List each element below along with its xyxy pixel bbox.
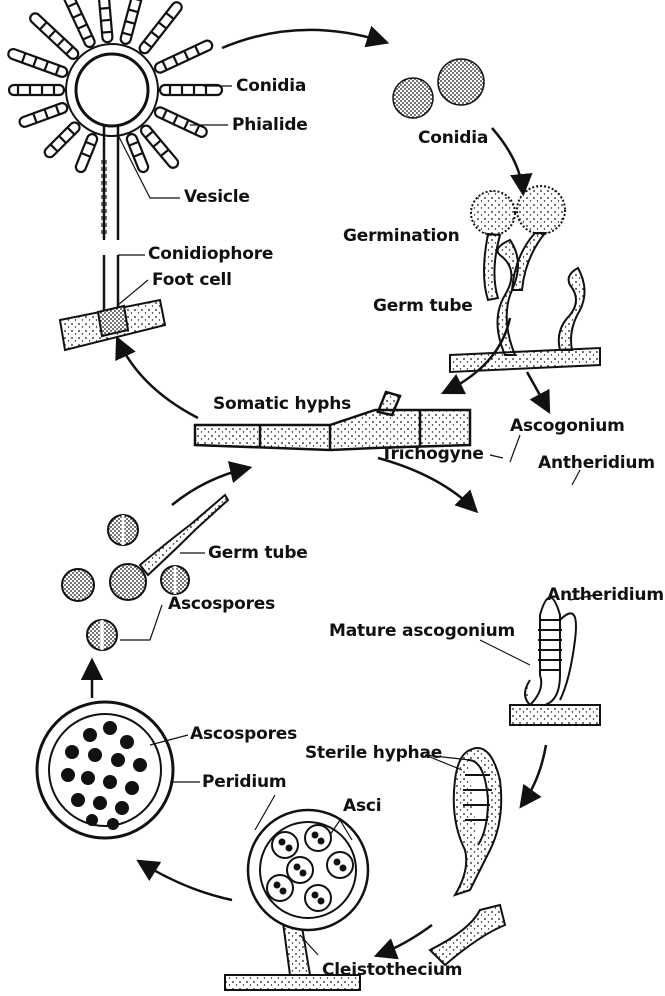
label-conidia-top: Conidia xyxy=(236,78,306,95)
label-peridium: Peridium xyxy=(202,774,286,791)
label-germ-tube-top: Germ tube xyxy=(373,298,473,315)
label-asci: Asci xyxy=(343,798,381,815)
label-somatic-hyphs: Somatic hyphs xyxy=(213,396,351,413)
conidia-spores xyxy=(393,59,484,118)
arrow-ascogonium-to-sterile xyxy=(522,745,546,805)
arrow-conidiophore-to-conidia xyxy=(222,30,385,48)
label-conidia-right: Conidia xyxy=(418,130,488,147)
label-mature-ascogonium: Mature ascogonium xyxy=(329,623,515,640)
label-germ-tube-left: Germ tube xyxy=(208,545,308,562)
germinating-conidia xyxy=(471,186,565,300)
ascospores-germinating xyxy=(62,495,228,650)
sterile-hyphae-structure xyxy=(430,748,505,965)
label-sterile-hyphae: Sterile hyphae xyxy=(305,745,442,762)
label-vesicle: Vesicle xyxy=(184,189,250,206)
label-cleistothecium: Cleistothecium xyxy=(322,962,462,979)
label-phialide: Phialide xyxy=(232,117,308,134)
label-ascospores-lower: Ascospores xyxy=(190,726,297,743)
vesicle xyxy=(76,54,148,126)
arrow-sterile-to-cleisto xyxy=(378,925,432,955)
label-antheridium-2: Antheridium xyxy=(547,587,664,604)
label-trichogyne: Trichogyne xyxy=(381,446,484,463)
label-foot-cell: Foot cell xyxy=(152,272,232,289)
label-germination: Germination xyxy=(343,228,460,245)
label-ascospores-left: Ascospores xyxy=(168,596,275,613)
arrow-germtube-to-hyphae-left xyxy=(172,468,248,505)
label-ascogonium: Ascogonium xyxy=(510,418,625,435)
arrow-to-mature-ascogonium xyxy=(527,372,548,410)
arrow-hyphae-to-conidiophore xyxy=(118,340,198,418)
label-conidiophore: Conidiophore xyxy=(148,246,273,263)
arrow-cleisto-to-peridium xyxy=(140,862,232,900)
label-antheridium-1: Antheridium xyxy=(538,455,655,472)
arrow-hyphae-to-sex-organs xyxy=(378,458,475,510)
peridium-ball xyxy=(37,702,173,838)
foot-cell-hypha xyxy=(60,300,165,350)
arrow-conidia-to-germination xyxy=(492,128,523,192)
